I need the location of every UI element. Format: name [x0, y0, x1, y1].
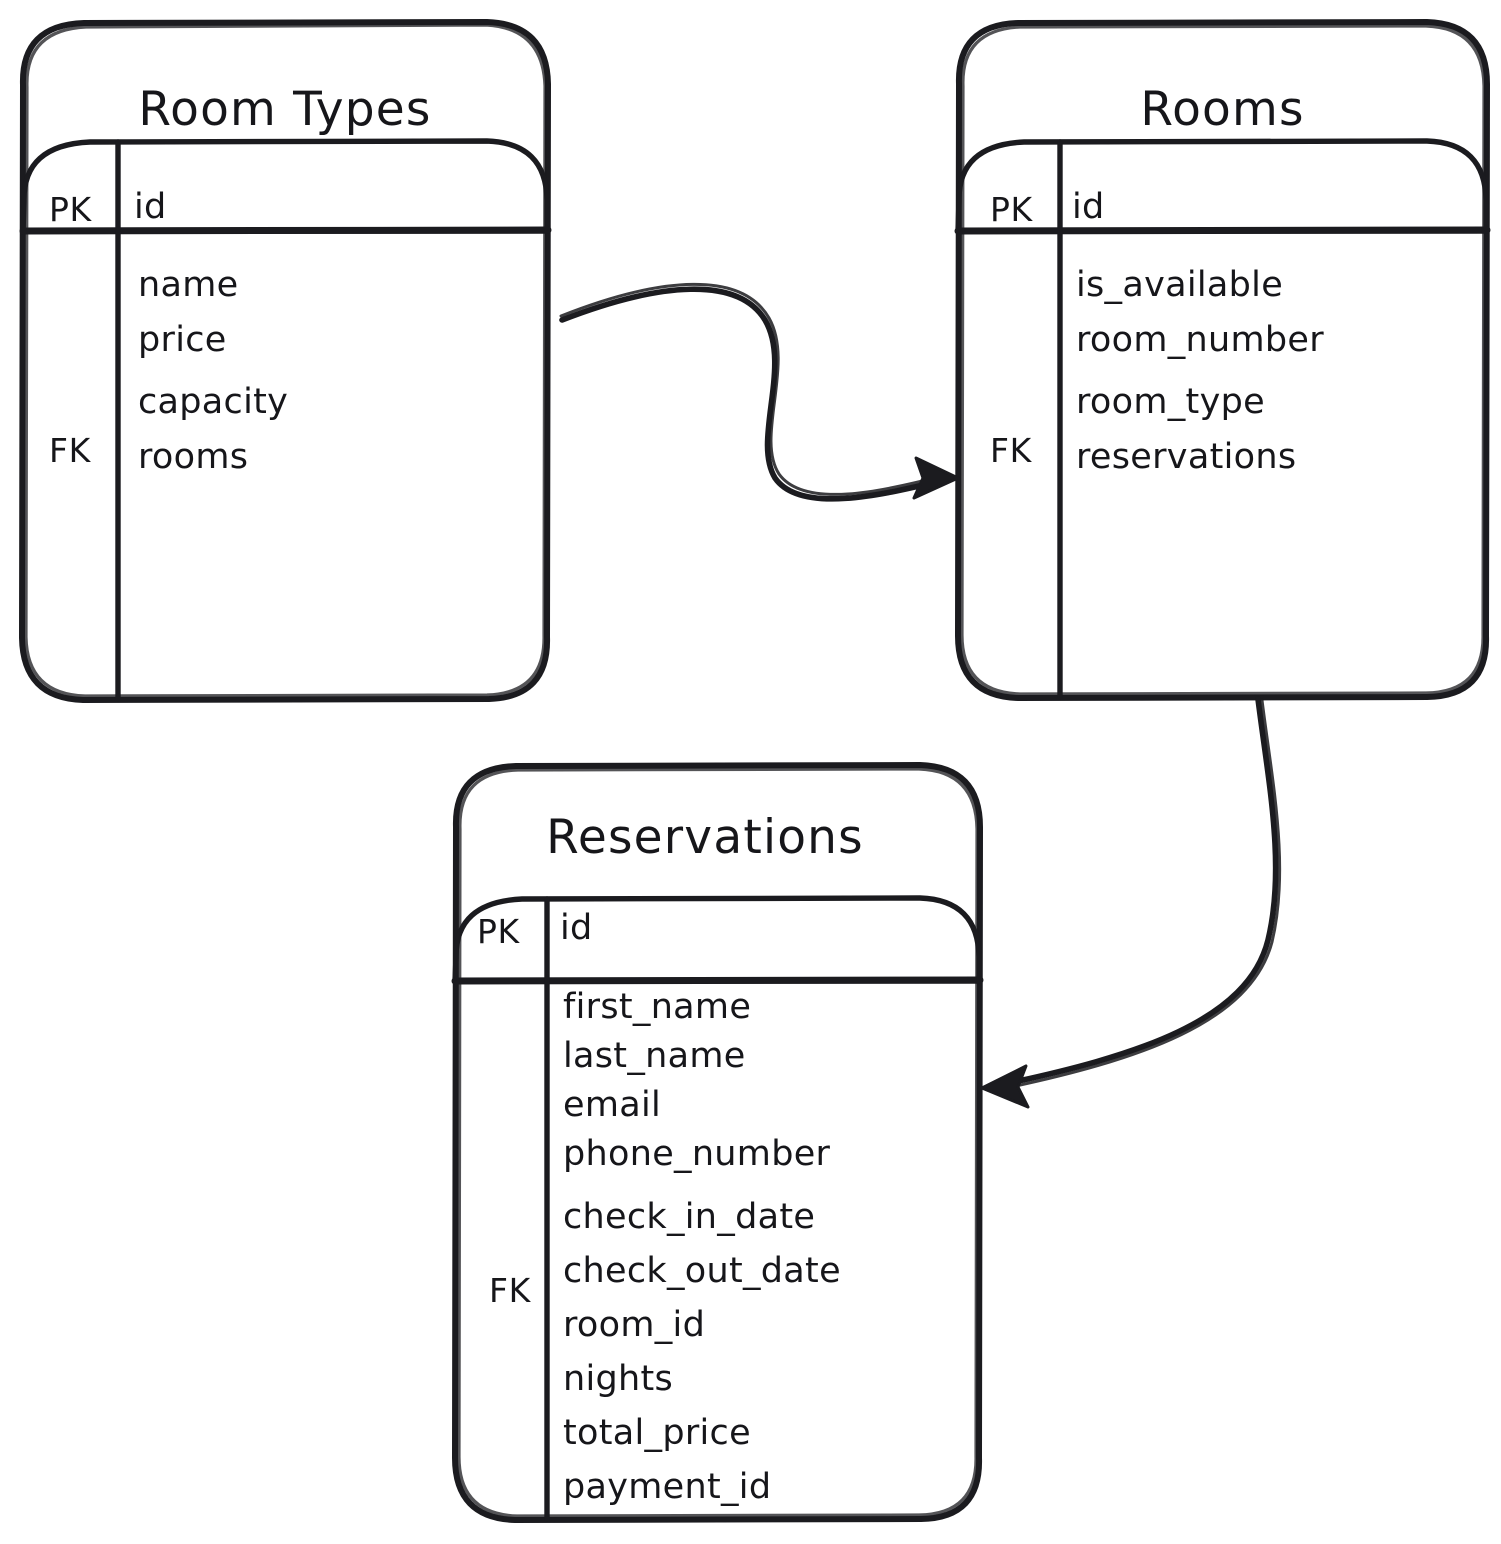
reservations-field-2: email — [563, 1085, 662, 1125]
reservations-field-5: check_out_date — [563, 1251, 841, 1291]
reservations-fk-label: FK — [489, 1271, 531, 1310]
entity-reservations[interactable]: Reservations PK id FK first_name last_na… — [455, 765, 980, 1520]
rooms-field-0: is_available — [1076, 265, 1284, 305]
rooms-fk-label: FK — [990, 431, 1032, 470]
reservations-field-4: check_in_date — [563, 1197, 816, 1237]
room-types-field-1: price — [138, 320, 227, 360]
reservations-pk-label: PK — [477, 912, 520, 951]
room-types-pk-field: id — [134, 187, 167, 227]
reservations-field-3: phone_number — [563, 1134, 831, 1174]
reservations-field-0: first_name — [563, 987, 752, 1027]
reservations-field-9: payment_id — [563, 1467, 772, 1507]
rooms-pk-field: id — [1072, 187, 1105, 227]
relationship-room-types-to-rooms — [559, 282, 960, 502]
entity-room-types-title: Room Types — [138, 82, 432, 137]
room-types-field-3: rooms — [138, 437, 249, 477]
relationship-rooms-to-reservations — [980, 696, 1282, 1109]
entity-reservations-title: Reservations — [546, 810, 864, 865]
entity-rooms-title: Rooms — [1140, 82, 1305, 137]
reservations-field-6: room_id — [563, 1305, 706, 1345]
reservations-pk-field: id — [560, 908, 593, 948]
room-types-field-0: name — [138, 265, 239, 305]
entity-rooms[interactable]: Rooms PK id FK is_available room_number … — [958, 22, 1487, 698]
rooms-field-2: room_type — [1076, 382, 1265, 422]
rooms-pk-label: PK — [990, 190, 1033, 229]
room-types-field-2: capacity — [138, 382, 289, 422]
reservations-field-8: total_price — [563, 1413, 751, 1453]
reservations-field-1: last_name — [563, 1036, 746, 1076]
room-types-pk-label: PK — [49, 190, 92, 229]
room-types-fk-label: FK — [49, 431, 91, 470]
entity-room-types[interactable]: Room Types PK id FK name price capacity … — [22, 22, 548, 700]
rooms-field-3: reservations — [1076, 437, 1297, 477]
reservations-field-7: nights — [563, 1359, 674, 1399]
rooms-field-1: room_number — [1076, 320, 1324, 360]
